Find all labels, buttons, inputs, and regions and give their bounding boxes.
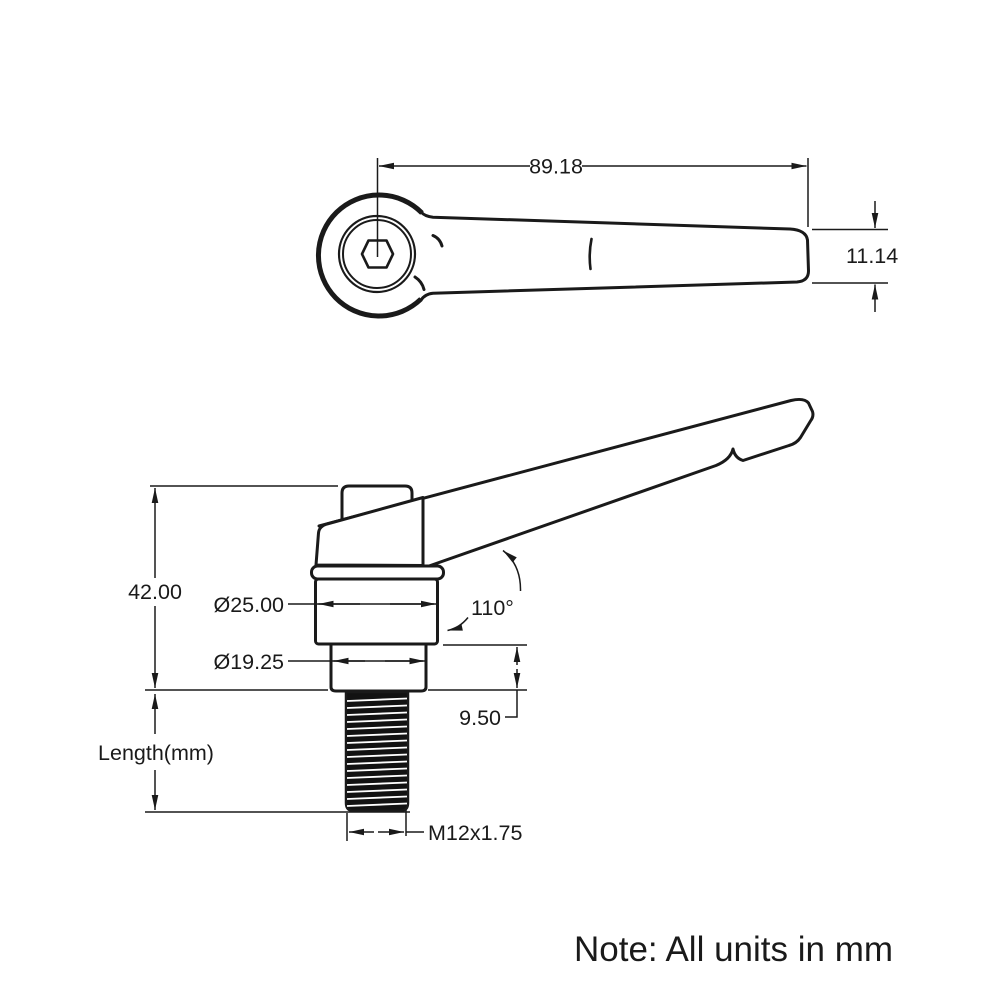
leader-elbow	[505, 690, 518, 718]
dim-overall-length: 89.18	[376, 155, 809, 257]
lower-boss	[329, 642, 428, 693]
handle-arm-side	[317, 397, 815, 568]
lever-head-outer-arc	[315, 192, 424, 319]
threaded-stud	[344, 690, 410, 813]
neck-fillet-marks	[413, 234, 444, 291]
stud-body	[344, 690, 410, 813]
lever-arm-outline-top	[419, 210, 810, 302]
units-note: Note: All units in mm	[574, 930, 893, 969]
dim-handle-angle-text: 110°	[471, 596, 514, 620]
side-view-drawing: 42.00 Ø25.00 Ø19.25 110°	[98, 397, 815, 845]
dim-body-diameter-text: Ø25.00	[213, 593, 284, 617]
dim-boss-step-height: 9.50	[428, 644, 527, 730]
tapered-shoulder	[314, 496, 425, 567]
arm-surface-mark	[588, 237, 593, 271]
dim-tip-width-text: 11.14	[846, 244, 898, 268]
angle-arc-upper	[502, 549, 522, 592]
dim-boss-diameter: Ø19.25	[213, 650, 425, 674]
dim-tip-width: 11.14	[812, 201, 898, 312]
angle-arc-lower	[447, 617, 469, 632]
dim-overall-length-text: 89.18	[529, 155, 583, 179]
dim-thread-spec: M12x1.75	[346, 808, 522, 845]
body-cylinder	[314, 577, 439, 646]
collar-flange	[310, 564, 445, 581]
dim-handle-angle: 110°	[447, 549, 522, 632]
dim-thread-length-text: Length(mm)	[98, 741, 214, 765]
dim-boss-diameter-text: Ø19.25	[213, 650, 284, 674]
dim-overall-height-text: 42.00	[128, 580, 182, 604]
dim-thread-spec-text: M12x1.75	[428, 821, 522, 845]
thread-ridges	[346, 697, 408, 807]
dim-overall-height: 42.00	[128, 485, 338, 691]
dim-boss-step-height-text: 9.50	[459, 706, 501, 730]
dim-body-diameter: Ø25.00	[213, 593, 436, 617]
top-view-drawing: 89.18 11.14	[315, 155, 898, 319]
dim-thread-length: Length(mm)	[98, 694, 410, 813]
